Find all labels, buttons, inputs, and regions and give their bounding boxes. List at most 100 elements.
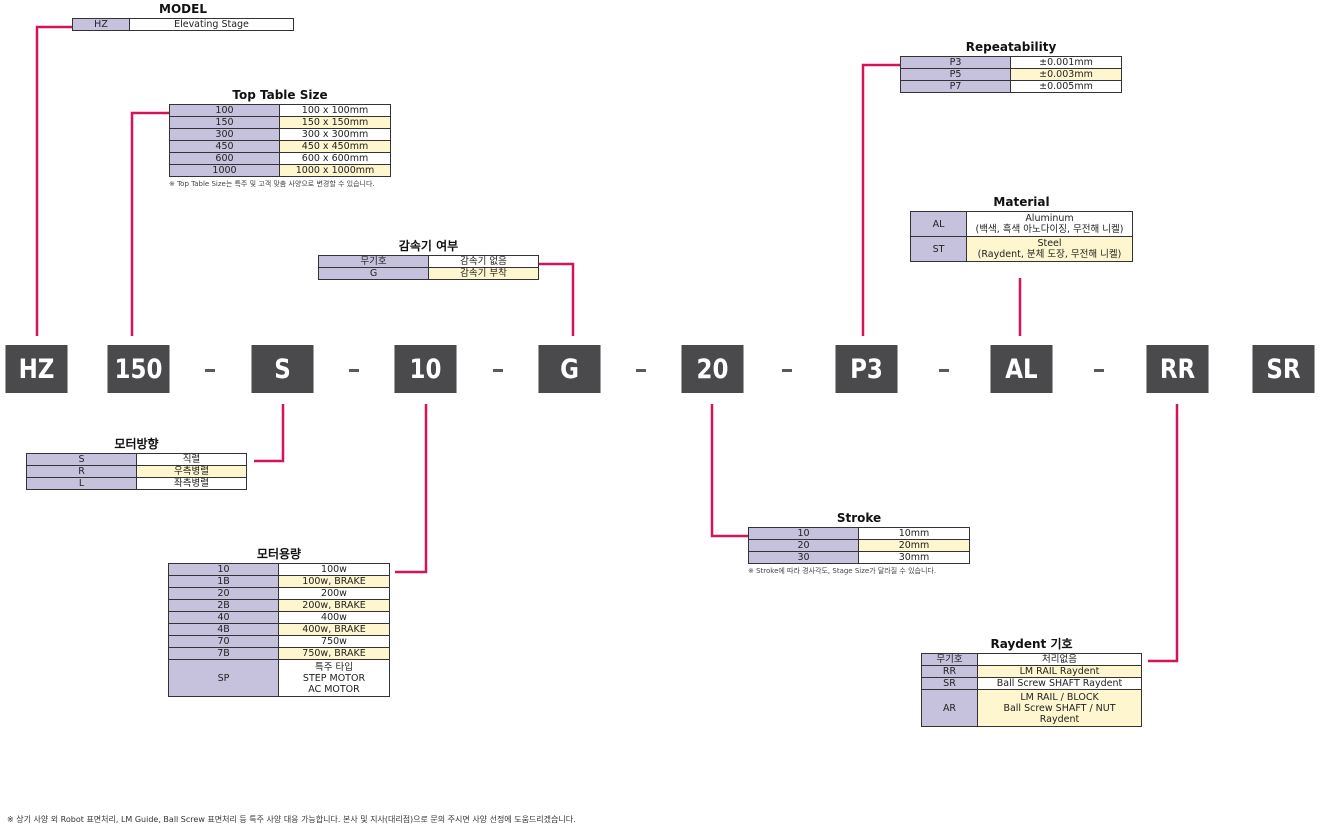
top-table-size-title: Top Table Size: [232, 88, 328, 102]
value-line: (Raydent, 분체 도장, 무전해 니켈): [977, 249, 1122, 260]
material-table: AL Aluminum (백색, 흑색 아노다이징, 무전해 니켈) ST St…: [910, 211, 1133, 262]
code-cell: ST: [910, 236, 967, 262]
repeatability-title: Repeatability: [965, 40, 1057, 54]
code-box-model: HZ: [5, 345, 68, 393]
table-row: AR LM RAIL / BLOCK Ball Screw SHAFT / NU…: [921, 689, 1142, 727]
table-row: P7±0.005mm: [900, 80, 1122, 93]
material-group: Material AL Aluminum (백색, 흑색 아노다이징, 무전해 …: [910, 195, 1133, 262]
value-line: Ball Screw SHAFT / NUT: [1003, 702, 1116, 714]
code-cell: 20: [748, 539, 859, 552]
code-cell: 1000: [169, 164, 280, 177]
value-cell: LM RAIL / BLOCK Ball Screw SHAFT / NUT R…: [977, 689, 1142, 727]
code-cell: SR: [921, 677, 978, 690]
code-cell: 30: [748, 551, 859, 564]
motor-direction-title: 모터방향: [114, 437, 159, 451]
value-cell: Steel (Raydent, 분체 도장, 무전해 니켈): [966, 236, 1133, 262]
code-cell: G: [318, 267, 429, 280]
value-cell: 특주 타입 STEP MOTOR AC MOTOR: [278, 659, 390, 697]
code-cell: 100: [169, 104, 280, 117]
separator-dash: [205, 369, 215, 372]
value-cell: 150 x 150mm: [279, 116, 391, 129]
value-cell: 750w, BRAKE: [278, 647, 390, 660]
raydent-title: Raydent 기호: [990, 637, 1073, 651]
value-cell: 우측병렬: [136, 465, 247, 478]
code-cell: 무기호: [318, 255, 429, 268]
table-row: P5±0.003mm: [900, 68, 1122, 81]
value-cell: 감속기 없음: [428, 255, 539, 268]
code-cell: S: [26, 453, 137, 466]
connector-top-table-size: [130, 111, 169, 336]
table-row: AL Aluminum (백색, 흑색 아노다이징, 무전해 니켈): [910, 211, 1133, 237]
code-cell: 20: [168, 587, 279, 600]
top-table-size-note: ※ Top Table Size는 특주 및 고객 맞춤 사양으로 변경할 수 …: [169, 180, 375, 188]
value-cell: 450 x 450mm: [279, 140, 391, 153]
separator-dash: [636, 369, 646, 372]
value-line: Steel: [1037, 238, 1062, 249]
code-cell: 300: [169, 128, 280, 141]
code-box-reducer: G: [538, 345, 601, 393]
value-cell: 30mm: [858, 551, 970, 564]
connector-motor-capacity: [395, 404, 428, 574]
code-cell: R: [26, 465, 137, 478]
value-cell: 처리없음: [977, 653, 1142, 666]
value-line: (백색, 흑색 아노다이징, 무전해 니켈): [975, 224, 1124, 235]
repeatability-group: Repeatability P3±0.001mm P5±0.003mm P7±0…: [900, 40, 1122, 93]
value-cell: 직렬: [136, 453, 247, 466]
connector-repeatability: [861, 63, 900, 336]
value-cell: 100w: [278, 563, 390, 576]
value-cell: 감속기 부착: [428, 267, 539, 280]
value-cell: 200w: [278, 587, 390, 600]
code-cell: 150: [169, 116, 280, 129]
code-cell: 7B: [168, 647, 279, 660]
code-cell: HZ: [72, 18, 130, 31]
value-line: STEP MOTOR: [302, 672, 366, 684]
code-box-stroke: 20: [681, 345, 744, 393]
value-cell: Ball Screw SHAFT Raydent: [977, 677, 1142, 690]
material-title: Material: [993, 195, 1050, 209]
table-row: ST Steel (Raydent, 분체 도장, 무전해 니켈): [910, 236, 1133, 262]
code-cell: 1B: [168, 575, 279, 588]
value-cell: LM RAIL Raydent: [977, 665, 1142, 678]
value-cell: 750w: [278, 635, 390, 648]
value-cell: Elevating Stage: [129, 18, 294, 31]
code-cell: P5: [900, 68, 1011, 81]
value-line: Raydent: [1039, 713, 1080, 725]
table-row: SP 특주 타입 STEP MOTOR AC MOTOR: [168, 659, 390, 697]
value-cell: 10mm: [858, 527, 970, 540]
code-box-motor-capacity: 10: [394, 345, 457, 393]
value-cell: 200w, BRAKE: [278, 599, 390, 612]
table-row: HZ Elevating Stage: [72, 18, 294, 31]
connector-motor-direction: [254, 404, 285, 463]
model-title: MODEL: [159, 2, 207, 16]
code-cell: L: [26, 477, 137, 490]
separator-dash: [493, 369, 503, 372]
value-cell: 좌측병렬: [136, 477, 247, 490]
code-cell: RR: [921, 665, 978, 678]
code-cell: 2B: [168, 599, 279, 612]
code-cell: AR: [921, 689, 978, 727]
separator-dash: [349, 369, 359, 372]
